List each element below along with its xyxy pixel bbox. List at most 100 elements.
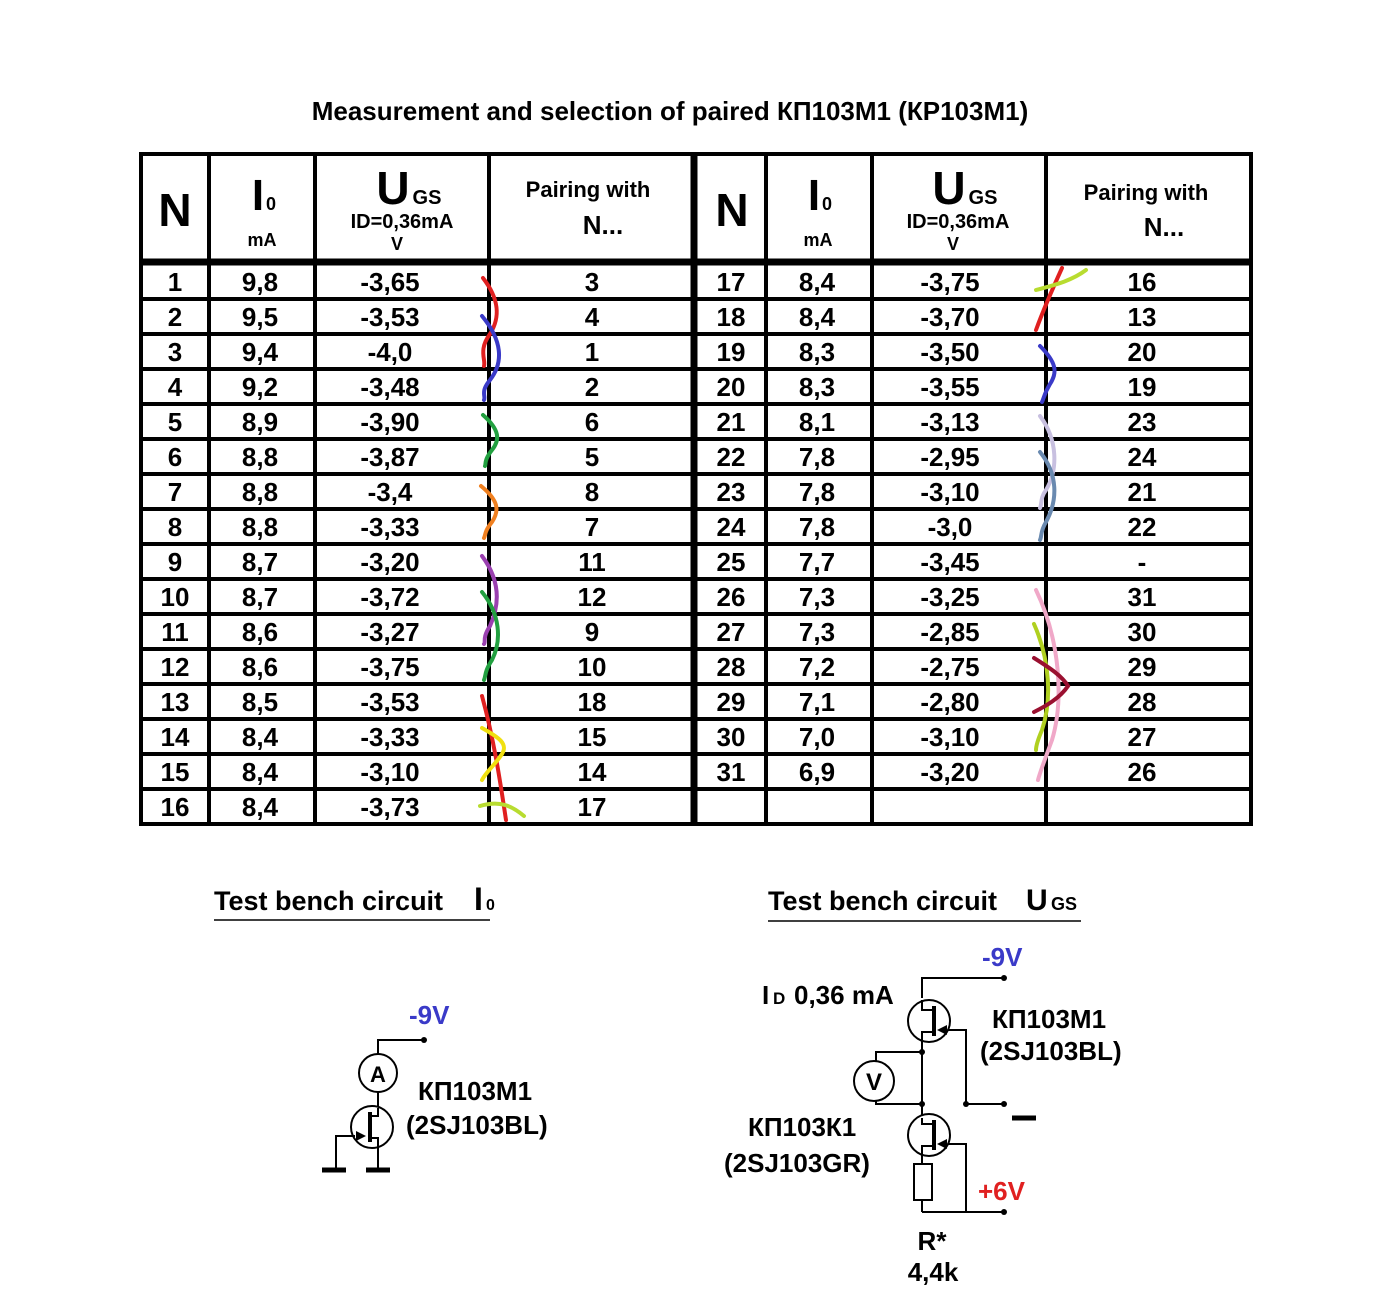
row-i0: 8,7: [242, 582, 278, 612]
header-i0-unit: mA: [803, 230, 832, 250]
row-ugs: -3,55: [920, 372, 979, 402]
pair-curve-26-31: [1034, 588, 1061, 782]
row-i0: 8,4: [242, 792, 279, 822]
circuit-i0-title-sub: 0: [486, 897, 495, 914]
row-number: 7: [168, 477, 182, 507]
measurement-table: [139, 152, 1253, 826]
header-n: N: [715, 184, 748, 236]
circuit-ugs-top-part-alt: (2SJ103BL): [980, 1036, 1122, 1066]
resistor-value: 4,4k: [908, 1257, 959, 1287]
header-ugs-sub: GS: [413, 187, 442, 209]
header-pair-line1: Pairing with: [526, 177, 651, 202]
row-ugs: -3,53: [360, 302, 419, 332]
header-i0-main: I: [252, 171, 264, 220]
row-i0: 8,3: [799, 372, 835, 402]
row-pair: 4: [585, 302, 600, 332]
header-ugs-unit: V: [391, 234, 403, 254]
row-pair: 6: [585, 407, 599, 437]
row-number: 11: [161, 617, 189, 647]
header-ugs-sub: GS: [969, 187, 998, 209]
row-ugs: -3,45: [920, 547, 979, 577]
circuit-ugs-supply-neg: -9V: [982, 942, 1023, 972]
pair-curve-28-29: [1032, 656, 1071, 714]
header-ugs-main: U: [932, 162, 965, 214]
circuit-ugs-top-part: КП103М1: [992, 1004, 1106, 1034]
row-lines: [141, 297, 1251, 791]
pairing-curves: [478, 266, 1088, 822]
row-pair: 26: [1128, 757, 1157, 787]
row-i0: 8,6: [242, 617, 278, 647]
row-i0: 8,5: [242, 687, 278, 717]
row-ugs: -3,48: [360, 372, 419, 402]
circuit-ugs-title-symbol: U: [1026, 884, 1048, 917]
row-pair: 23: [1128, 407, 1157, 437]
circuit-ugs-id-sub: D: [773, 989, 785, 1008]
row-i0: 7,8: [799, 477, 835, 507]
resistor-label: R*: [918, 1226, 948, 1256]
row-i0: 7,3: [799, 617, 835, 647]
row-number: 14: [161, 722, 190, 752]
table-header-left: N I 0 mA U GS ID=0,36mA V Pairing with N…: [158, 162, 650, 254]
row-i0: 9,4: [242, 337, 279, 367]
row-i0: 8,8: [242, 442, 278, 472]
voltmeter-symbol: [853, 1060, 895, 1102]
circuit-ugs-bottom-part-alt: (2SJ103GR): [724, 1148, 870, 1178]
header-pair-line2: N...: [583, 210, 623, 240]
header-i0-sub: 0: [822, 194, 832, 214]
header-i0-sub: 0: [266, 194, 276, 214]
row-pair: 10: [578, 652, 607, 682]
row-ugs: -3,20: [360, 547, 419, 577]
row-i0: 7,7: [799, 547, 835, 577]
row-pair: 20: [1128, 337, 1157, 367]
row-number: 12: [161, 652, 190, 682]
pair-curve-5-6: [481, 413, 500, 468]
row-i0: 8,4: [799, 267, 836, 297]
row-ugs: -2,75: [920, 652, 979, 682]
ammeter-label: A: [370, 1062, 386, 1087]
header-ugs-cond: ID=0,36mA: [351, 211, 454, 233]
header-pair-line2: N...: [1144, 212, 1184, 242]
row-number: 2: [168, 302, 182, 332]
row-pair: 29: [1128, 652, 1157, 682]
row-number: 31: [717, 757, 746, 787]
row-ugs: -3,75: [920, 267, 979, 297]
row-i0: 7,0: [799, 722, 835, 752]
row-pair: 7: [585, 512, 599, 542]
pair-curve-1-3: [481, 276, 499, 368]
row-ugs: -2,95: [920, 442, 979, 472]
row-number: 18: [717, 302, 746, 332]
row-i0: 8,6: [242, 652, 278, 682]
pair-curve-22-24: [1038, 450, 1057, 542]
row-number: 15: [161, 757, 190, 787]
row-pair: 15: [578, 722, 607, 752]
row-pair: 13: [1128, 302, 1157, 332]
row-number: 28: [717, 652, 746, 682]
circuit-ugs-title-sub: GS: [1051, 894, 1077, 914]
row-number: 9: [168, 547, 182, 577]
row-ugs: -3,10: [920, 722, 979, 752]
row-ugs: -3,13: [920, 407, 979, 437]
row-pair: 9: [585, 617, 599, 647]
row-ugs: -3,72: [360, 582, 419, 612]
pair-curve-2-4: [480, 314, 502, 402]
row-number: 26: [717, 582, 746, 612]
row-ugs: -3,10: [360, 757, 419, 787]
header-ugs-main: U: [376, 162, 409, 214]
